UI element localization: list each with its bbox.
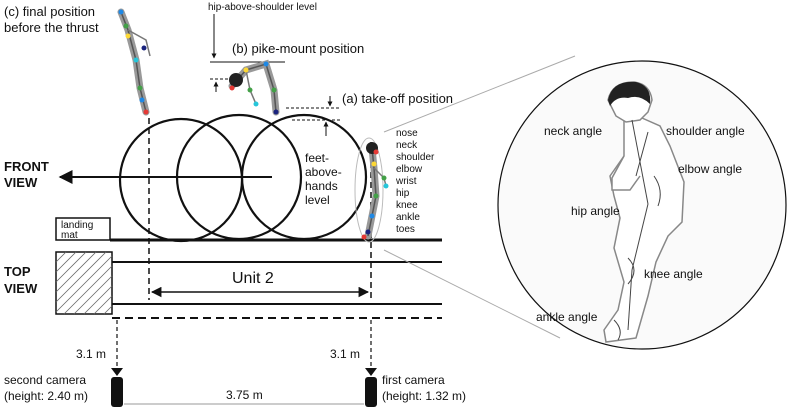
final-position-label-1: (c) final position: [4, 4, 95, 19]
angle-label-ankle: ankle angle: [536, 310, 598, 324]
landing-mat-label-1: landing: [61, 220, 93, 231]
joint-legend-nose: nose: [396, 128, 418, 139]
top-view-label-2: VIEW: [4, 281, 38, 296]
figure-final-position: [117, 8, 151, 116]
joint-legend-ankle: ankle: [396, 212, 420, 223]
distance-left-label: 3.1 m: [76, 347, 106, 361]
joint-legend-wrist: wrist: [395, 176, 417, 187]
second-camera-label-2: (height: 2.40 m): [4, 389, 88, 403]
joint-legend-hip: hip: [396, 188, 410, 199]
feet-above-hands-label-2: above-: [305, 165, 342, 179]
feet-above-hands-label-4: level: [305, 193, 330, 207]
joint-legend-knee: knee: [396, 200, 418, 211]
first-camera-label-1: first camera: [382, 373, 445, 387]
camera-spacing-label: 3.75 m: [226, 388, 263, 402]
angle-label-neck: neck angle: [544, 124, 602, 138]
front-view-panel: landing mat FRONT VIEW feet- above- hand…: [4, 2, 453, 300]
camera-section: 3.1 m 3.1 m 3.75 m second camera (height…: [4, 320, 466, 407]
figure-takeoff: [354, 137, 389, 243]
joint-legend-shoulder: shoulder: [396, 152, 435, 163]
top-view-label-1: TOP: [4, 264, 31, 279]
pike-mount-label: (b) pike-mount position: [232, 41, 364, 56]
front-view-label-1: FRONT: [4, 159, 49, 174]
takeoff-label: (a) take-off position: [342, 91, 453, 106]
hip-above-shoulder-label: hip-above-shoulder level: [208, 2, 317, 13]
angle-label-shoulder: shoulder angle: [666, 124, 745, 138]
feet-above-hands-label-3: hands: [305, 179, 338, 193]
joint-legend-neck: neck: [396, 140, 418, 151]
top-view-panel: TOP VIEW Unit 2: [4, 251, 442, 319]
first-camera-label-2: (height: 1.32 m): [382, 389, 466, 403]
unit-label: Unit 2: [232, 270, 274, 287]
second-camera-label-1: second camera: [4, 373, 86, 387]
feet-above-hands-label-1: feet-: [305, 151, 329, 165]
joint-legend: nose neck shoulder elbow wrist hip knee …: [395, 128, 435, 235]
joint-legend-toes: toes: [396, 224, 415, 235]
top-landing-mat-hatch: [55, 251, 113, 315]
athlete-silhouette: [603, 111, 685, 343]
joint-angle-zoom: neck angle shoulder angle elbow angle hi…: [383, 55, 787, 350]
first-camera-icon: [365, 368, 377, 407]
front-view-label-2: VIEW: [4, 175, 38, 190]
barrel-circle-left: [118, 117, 244, 243]
landing-mat-label-2: mat: [61, 230, 78, 241]
final-position-label-2: before the thrust: [4, 20, 99, 35]
zoom-connector-top: [383, 55, 576, 133]
second-camera-icon: [111, 368, 123, 407]
zoom-connector-bottom: [383, 249, 561, 339]
athlete-head-icon: [607, 81, 653, 123]
athlete-angle-lines: [613, 119, 661, 341]
joint-legend-elbow: elbow: [396, 164, 423, 175]
landing-mat-box: [55, 217, 111, 241]
angle-label-hip: hip angle: [571, 204, 620, 218]
distance-right-label: 3.1 m: [330, 347, 360, 361]
figure-pike-mount: [228, 59, 280, 116]
angle-label-knee: knee angle: [644, 267, 703, 281]
angle-label-elbow: elbow angle: [678, 162, 742, 176]
